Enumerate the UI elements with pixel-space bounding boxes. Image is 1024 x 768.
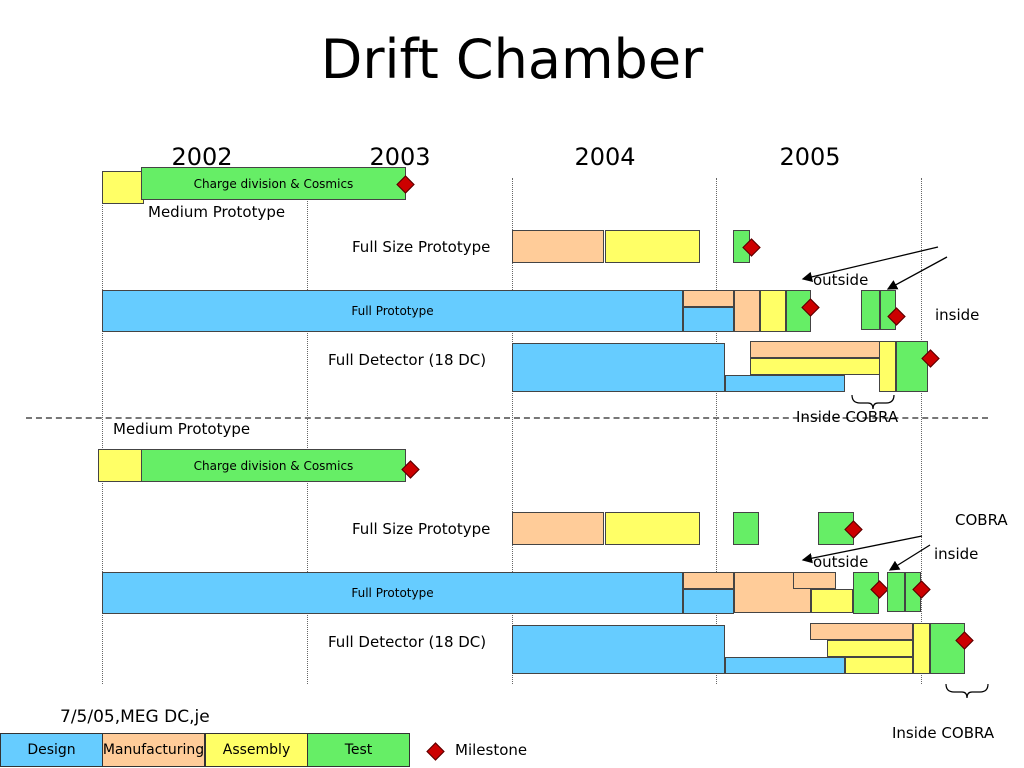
legend-milestone-label: Milestone (455, 741, 528, 759)
full-prototype-label: Full Prototype (351, 304, 434, 318)
full-prototype-assembly-bar (760, 290, 786, 332)
full-prototype-test-outside-bar (861, 290, 880, 330)
charge-division-bar: Charge division & Cosmics (141, 167, 406, 200)
inside-cobra-brace (851, 394, 895, 410)
full-prototype-manufacturing-bar-b3 (793, 572, 836, 589)
legend-manufacturing: Manufacturing (102, 733, 205, 767)
full-detector-label-2: Full Detector (18 DC) (328, 633, 487, 651)
full-detector-design-bar-b (512, 625, 725, 674)
full-detector-test-bar-b (930, 623, 965, 674)
full-prototype-assembly-bar-b (811, 589, 853, 613)
full-size-prototype-assembly-bar (605, 230, 700, 263)
grid-line (921, 178, 922, 684)
full-size-prototype-assembly-bar-2 (605, 512, 700, 545)
cobra-label: COBRA (955, 511, 1008, 529)
charge-division-bar-2: Charge division & Cosmics (141, 449, 406, 482)
inside-label-2: inside (934, 545, 979, 563)
full-prototype-design-bar-2 (683, 307, 734, 332)
outside-arrow-2 (801, 535, 923, 564)
full-prototype-design-bar-b: Full Prototype (102, 572, 683, 614)
medium-prototype-assembly-bar (102, 171, 144, 204)
full-prototype-design-bar-b2 (683, 589, 734, 614)
full-size-prototype-manufacturing-bar (512, 230, 604, 263)
full-detector-manufacturing-bar-b (810, 623, 913, 640)
full-detector-test-bar (896, 341, 928, 392)
outside-label-2: outside (813, 553, 869, 571)
full-size-prototype-manufacturing-bar-2 (512, 512, 604, 545)
full-prototype-manufacturing-bar-2 (734, 290, 760, 332)
page-title: Drift Chamber (320, 28, 704, 91)
outside-label: outside (813, 271, 869, 289)
full-prototype-label-2: Full Prototype (351, 586, 434, 600)
full-size-prototype-label: Full Size Prototype (352, 238, 491, 256)
charge-division-label-2: Charge division & Cosmics (193, 458, 354, 473)
year-2005: 2005 (779, 143, 841, 171)
inside-cobra-label: Inside COBRA (796, 408, 899, 426)
grid-line (307, 178, 308, 684)
inside-cobra-brace-2 (945, 683, 989, 699)
full-detector-design-bar (512, 343, 725, 392)
grid-line (512, 178, 513, 684)
legend-design: Design (0, 733, 103, 767)
inside-arrow (886, 256, 948, 290)
full-detector-assembly-bar-2 (879, 341, 896, 392)
year-2002: 2002 (171, 143, 233, 171)
medium-prototype-assembly-bar-2 (98, 449, 142, 482)
full-detector-design-bar-2 (725, 375, 845, 392)
section-separator (26, 417, 988, 419)
year-2004: 2004 (574, 143, 636, 171)
legend-test: Test (307, 733, 410, 767)
medium-prototype-label: Medium Prototype (148, 203, 286, 221)
legend-assembly-label: Assembly (222, 742, 291, 758)
full-detector-assembly-bar-b (827, 640, 913, 657)
full-size-prototype-label-2: Full Size Prototype (352, 520, 491, 538)
inside-arrow-2 (888, 544, 931, 571)
medium-prototype-label-2: Medium Prototype (113, 420, 251, 438)
full-size-prototype-test-bar-2 (733, 512, 759, 545)
full-prototype-test-outside-bar-b (887, 572, 905, 612)
full-prototype-design-bar: Full Prototype (102, 290, 683, 332)
inside-cobra-label-2: Inside COBRA (892, 724, 995, 742)
year-2003: 2003 (369, 143, 431, 171)
footer-text: 7/5/05,MEG DC,je (60, 707, 210, 727)
charge-division-label: Charge division & Cosmics (193, 176, 354, 191)
grid-line (716, 178, 717, 684)
legend-test-label: Test (344, 742, 373, 758)
inside-label: inside (935, 306, 980, 324)
full-prototype-manufacturing-bar-b (683, 572, 734, 589)
legend-manufacturing-label: Manufacturing (102, 742, 205, 758)
grid-line (102, 178, 103, 684)
outside-arrow (801, 246, 939, 282)
full-detector-design-bar-b2 (725, 657, 845, 674)
full-detector-assembly-bar-b2 (845, 657, 913, 674)
full-size-prototype-cobra-test-bar (818, 512, 854, 545)
legend-design-label: Design (27, 742, 76, 758)
legend-assembly: Assembly (205, 733, 308, 767)
full-detector-assembly-bar-b3 (913, 623, 930, 674)
full-detector-label: Full Detector (18 DC) (328, 351, 487, 369)
full-prototype-manufacturing-bar (683, 290, 734, 307)
